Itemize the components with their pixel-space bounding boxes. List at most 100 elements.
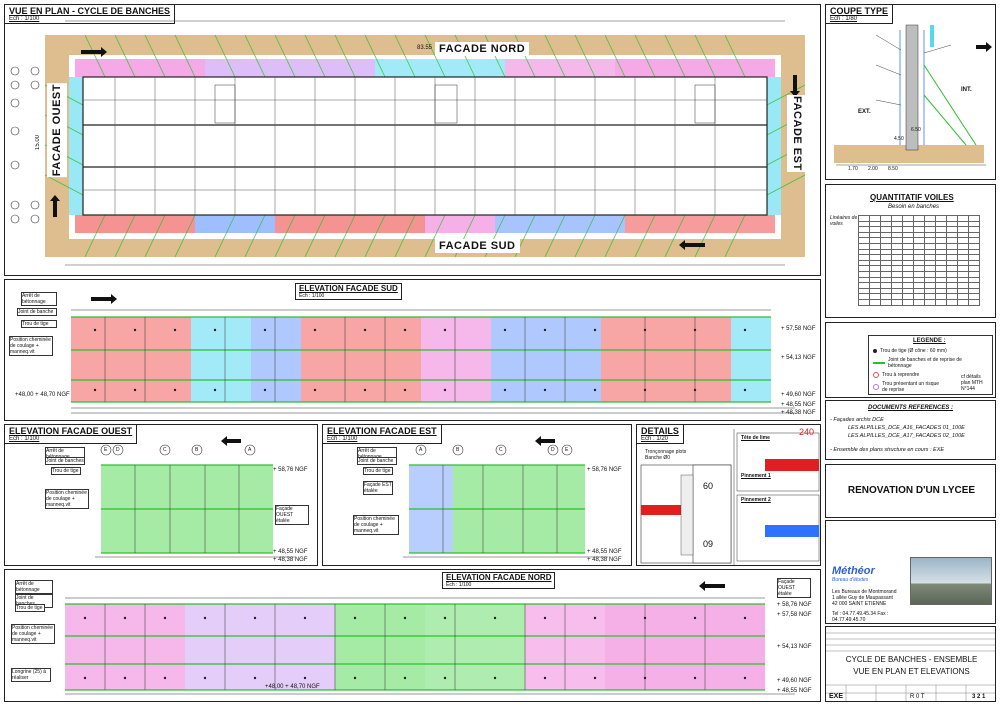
est-axis-a: A [419, 447, 423, 453]
company-phone: Tel : 04.77.49.45.34 Fax : 04.77.49.45.7… [832, 611, 889, 623]
elevation-est-scale: Ech : 1/100 [327, 436, 358, 442]
plan-dimension-top: 83.55 [417, 45, 433, 51]
plan-scale: Ech : 1/100 [9, 16, 40, 22]
details-scale: Ech : 1/20 [641, 436, 669, 442]
sud-level-5: + 48,38 NGF [781, 410, 816, 416]
elevation-sud-title: ELEVATION FACADE SUD Ech : 1/100 [295, 283, 402, 300]
documents-panel: DOCUMENTS REFERENCES : - Façades archis … [825, 400, 996, 460]
sud-level-4: + 48,55 NGF [781, 402, 816, 408]
est-left-label-5: Position cheminée de coulage + manneq.vi… [353, 515, 399, 535]
elevation-sud-scale: Ech : 1/100 [299, 293, 325, 299]
legend-item-1-text: Trou de tige (Ø cône : 60 mm) [880, 348, 947, 354]
details-label-1: Tête de lime [741, 435, 770, 441]
facade-nord-label: FACADE NORD [435, 42, 530, 56]
coupe-scale: Ech : 1/80 [830, 16, 858, 22]
est-level-2: + 48,55 NGF [587, 549, 622, 555]
sud-left-label-4: Position cheminée de coulage + manneq.vi… [9, 336, 53, 356]
ouest-axis-a: A [248, 447, 252, 453]
documents-line-2: LES ALPILLES_DCE_A16_FACADES 01_100E [848, 425, 965, 431]
elevation-nord-title: ELEVATION FACADE NORD Ech : 1/100 [442, 572, 556, 589]
quantitatif-title: QUANTITATIF VOILES [870, 193, 954, 202]
plan-view-panel: VUE EN PLAN - CYCLE DE BANCHES Ech : 1/1… [4, 4, 821, 276]
elevation-ouest-title: ELEVATION FACADE OUEST Ech : 1/100 [5, 425, 138, 444]
elevation-ouest-panel: ELEVATION FACADE OUEST Ech : 1/100 E D C… [4, 424, 318, 566]
nord-level-1: + 58,76 NGF [777, 602, 812, 608]
legend-item-1: Trou de tige (Ø cône : 60 mm) [873, 348, 947, 354]
legend-item-4-text: Trou présentant un risque de reprise [882, 381, 940, 393]
details-caption: Tronçonnage plots Banche Ø0 [645, 449, 687, 461]
ouest-axis-c: C [163, 447, 167, 453]
nord-level-5: + 48,55 NGF [777, 688, 812, 694]
elevation-est-title-text: ELEVATION FACADE EST [327, 426, 437, 436]
coupe-dim-5: 6.50 [911, 127, 921, 133]
elevation-ouest-scale: Ech : 1/100 [9, 436, 40, 442]
elevation-sud-drawing [71, 294, 795, 414]
company-address-1: Les Bureaux de Montmorand [832, 589, 897, 595]
joint-line-icon [873, 362, 885, 364]
project-title-panel: RENOVATION D'UN LYCEE [825, 464, 996, 518]
coupe-title-text: COUPE TYPE [830, 6, 889, 16]
legend-panel: LEGENDE : Trou de tige (Ø cône : 60 mm) … [825, 322, 996, 398]
coupe-dim-1: 1.70 [848, 166, 858, 172]
coupe-dim-3: 8.50 [888, 166, 898, 172]
company-panel: Méthéor Bureau d'études Les Bureaux de M… [825, 520, 996, 624]
documents-line-1: - Façades archis DCE [830, 417, 884, 423]
est-axis-c: C [499, 447, 503, 453]
coupe-dim-4: 4.50 [894, 136, 904, 142]
plan-direction-arrows [50, 47, 800, 250]
nord-left-label-4: Position cheminée de coulage + manneq.vi… [11, 624, 55, 644]
est-axis-d: D [551, 447, 555, 453]
sud-left-label-2: Joint de banche [17, 308, 57, 316]
elevation-nord-drawing [65, 581, 795, 695]
ouest-axis-b: B [195, 447, 199, 453]
drawing-title-1: CYCLE DE BANCHES - ENSEMBLE [845, 655, 978, 664]
elevation-est-panel: ELEVATION FACADE EST Ech : 1/100 A B C D… [322, 424, 632, 566]
plan-title-text: VUE EN PLAN - CYCLE DE BANCHES [9, 6, 171, 16]
plan-title: VUE EN PLAN - CYCLE DE BANCHES Ech : 1/1… [5, 5, 176, 24]
legend-box: LEGENDE : Trou de tige (Ø cône : 60 mm) … [868, 335, 993, 395]
quantitatif-side-label: Linéaires de voiles [830, 215, 858, 227]
elevation-nord-panel: ELEVATION FACADE NORD Ech : 1/100 + 58,7… [4, 569, 821, 702]
ouest-left-label-2: Joint de banches [45, 457, 85, 465]
documents-line-3: LES ALPILLES_DCE_A17_FACADES 02_100E [848, 433, 965, 439]
details-number-240: 240 [799, 427, 815, 437]
nord-level-3: + 54,13 NGF [777, 644, 812, 650]
details-number-09: 09 [703, 539, 714, 549]
est-level-1: + 58,76 NGF [587, 467, 622, 473]
documents-title: DOCUMENTS REFERENCES : [868, 405, 954, 411]
ouest-level-2: + 48,55 NGF [273, 549, 308, 555]
elevation-est-title: ELEVATION FACADE EST Ech : 1/100 [323, 425, 442, 444]
details-label-3: Pinnement 2 [741, 497, 771, 503]
legend-item-2: Joint de banches et de reprise de bétonn… [873, 357, 978, 369]
ouest-right-label: Façade OUEST étalée [275, 505, 309, 525]
ouest-level-3: + 48,38 NGF [273, 557, 308, 563]
coupe-title: COUPE TYPE Ech : 1/80 [826, 5, 894, 24]
elevation-sud-title-text: ELEVATION FACADE SUD [299, 284, 398, 293]
ouest-axis-d: D [116, 447, 120, 453]
ouest-axis-e: E [104, 447, 108, 453]
company-address-2: 1 allée Guy de Maupassant [832, 595, 893, 601]
plan-drawing [10, 20, 806, 266]
nord-left-label-1: Arrêt de bétonnage [15, 580, 53, 594]
project-title: RENOVATION D'UN LYCEE [847, 485, 976, 496]
nord-level-left: +48,00 + 48,70 NGF [265, 684, 320, 690]
ouest-left-label-4: Position cheminée de coulage + manneq.vi… [45, 489, 89, 509]
drawing-title-2: VUE EN PLAN ET ELEVATIONS [853, 667, 970, 676]
elevation-ouest-title-text: ELEVATION FACADE OUEST [9, 426, 133, 436]
est-left-label-2: Joint de banche [357, 457, 397, 465]
details-label-2: Pinnement 1 [741, 473, 771, 479]
sud-level-1: + 57,58 NGF [781, 326, 816, 332]
nord-right-label: Façade OUEST étalée [777, 578, 811, 598]
legend-item-3-text: Trou à reprendre [882, 372, 920, 378]
drawing-number: 3 2 1 [972, 694, 986, 700]
legend-item-3: Trou à reprendre [873, 372, 919, 378]
plan-axis-bubbles [10, 66, 40, 224]
details-drawing [640, 429, 820, 565]
nord-level-2: + 57,58 NGF [777, 612, 812, 618]
ouest-level-1: + 58,76 NGF [273, 467, 308, 473]
coupe-dim-2: 2.00 [868, 166, 878, 172]
plan-top-ticks [65, 20, 785, 266]
facade-est-label: FACADE EST [787, 95, 807, 172]
est-level-3: + 48,38 NGF [587, 557, 622, 563]
nord-level-4: + 49,60 NGF [777, 678, 812, 684]
